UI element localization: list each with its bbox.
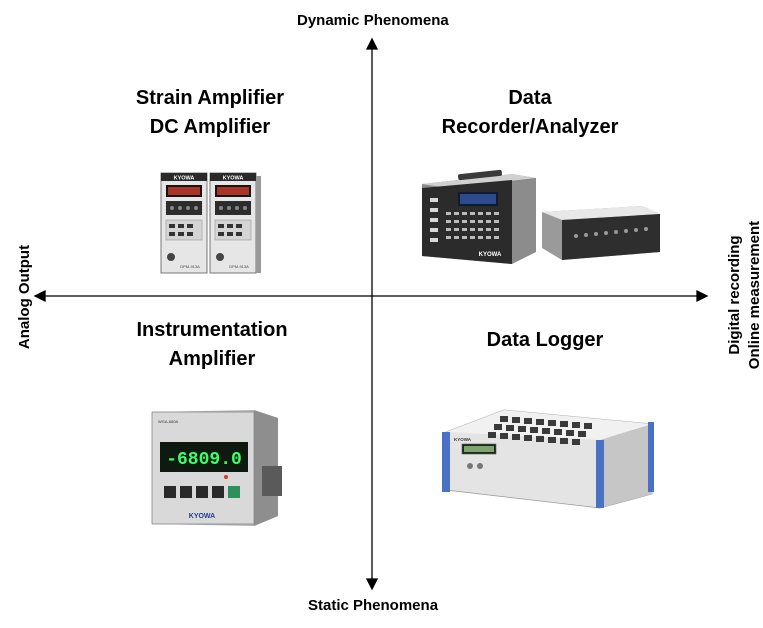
axis-label-bottom: Static Phenomena	[308, 597, 439, 614]
bottom-arrow	[365, 578, 379, 591]
quadrant-title-instrumentation-amplifier: Instrumentation Amplifier	[112, 316, 312, 374]
strain-module-1: KYOWA DPM-913A	[160, 172, 208, 274]
instrument-display-value: -6809.0	[166, 450, 242, 470]
strain-model-2: DPM-913A	[229, 264, 249, 269]
axis-label-left: Analog Output	[15, 242, 35, 352]
recorder-secondary-unit	[542, 206, 660, 260]
data-recorder-title-line1: Data	[508, 87, 552, 109]
strain-module-2: KYOWA DPM-913A	[209, 172, 261, 274]
data-logger-title: Data Logger	[486, 329, 604, 351]
strain-model-1: DPM-913A	[180, 264, 200, 269]
recorder-brand: KYOWA	[479, 252, 502, 258]
data-recorder-image: KYOWA	[422, 169, 660, 264]
instrumentation-amplifier-image: WGA-680A -6809.0 KYOWA	[151, 410, 282, 526]
strain-brand-1: KYOWA	[174, 176, 195, 182]
axis-label-right-line1: Digital recording	[726, 235, 743, 355]
top-arrow	[365, 37, 379, 50]
instrumentation-title-line1: Instrumentation	[136, 319, 288, 341]
axis-label-right-line2: Online measurement	[746, 220, 763, 370]
data-recorder-title-line2: Recorder/Analyzer	[441, 116, 619, 138]
axis-label-top: Dynamic Phenomena	[297, 12, 449, 29]
left-arrow	[33, 289, 46, 303]
axis-label-left-text: Analog Output	[16, 244, 33, 350]
quadrant-title-data-logger: Data Logger	[450, 326, 640, 355]
quadrant-title-strain-amplifier: Strain Amplifier DC Amplifier	[110, 84, 310, 142]
axis-label-right: Digital recording Online measurement	[725, 215, 763, 375]
dc-amplifier-title: DC Amplifier	[149, 116, 271, 138]
data-logger-image: KYOWA	[442, 409, 654, 509]
logger-brand: KYOWA	[454, 437, 472, 442]
right-arrow	[696, 289, 709, 303]
quadrant-title-data-recorder: Data Recorder/Analyzer	[420, 84, 640, 142]
strain-amplifier-title: Strain Amplifier	[135, 87, 285, 109]
instrument-model: WGA-680A	[158, 419, 179, 424]
instrument-display	[160, 442, 248, 472]
strain-amplifier-image: KYOWA DPM-913A KYOWA DPM-913A	[160, 172, 261, 274]
instrumentation-title-line2: Amplifier	[168, 348, 256, 370]
instrument-brand: KYOWA	[189, 513, 215, 520]
strain-brand-2: KYOWA	[223, 176, 244, 182]
recorder-main-unit: KYOWA	[422, 169, 536, 264]
